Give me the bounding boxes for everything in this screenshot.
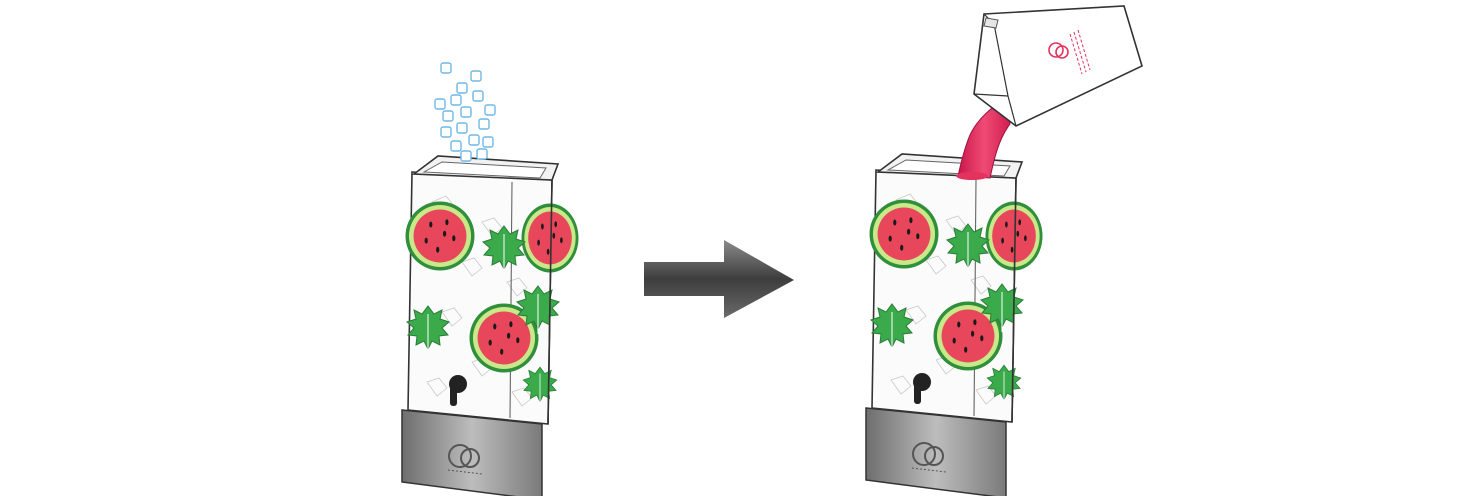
step-pour-mix [866, 5, 1143, 496]
dispenser-right [866, 154, 1043, 496]
ice-cubes-icon [434, 62, 496, 162]
dispenser-left [402, 156, 579, 496]
step-add-ice [402, 62, 579, 496]
mix-carton-icon [973, 5, 1143, 127]
carton-logo-icon [1048, 29, 1091, 75]
pour-stream [957, 95, 1011, 179]
right-arrow-icon [644, 240, 794, 318]
